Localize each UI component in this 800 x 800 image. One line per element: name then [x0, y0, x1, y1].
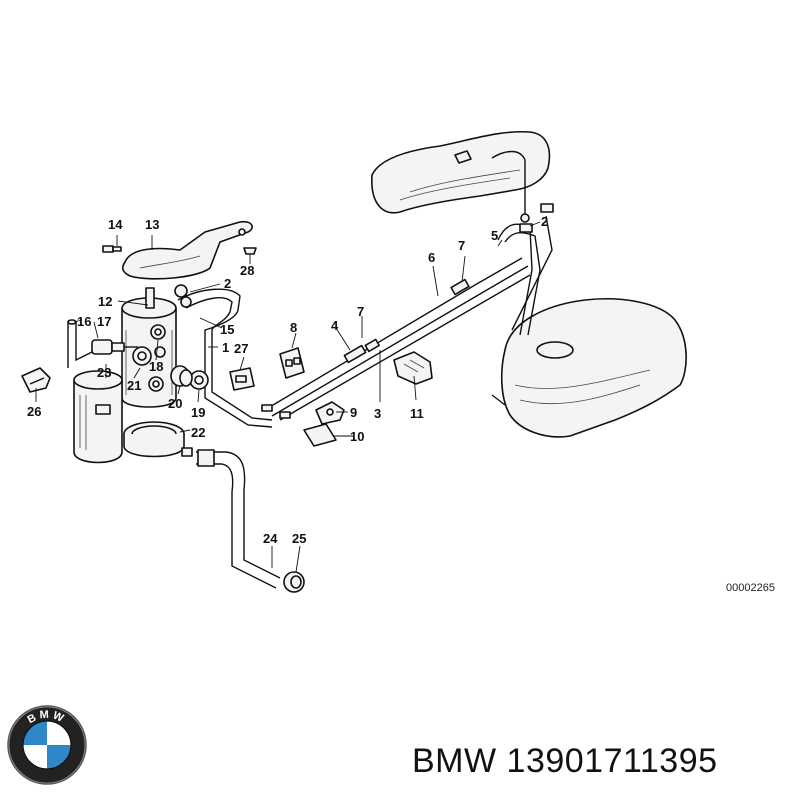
callout-22: 22 — [191, 425, 205, 440]
callout-5: 5 — [491, 228, 498, 243]
grommet-part-28 — [243, 247, 257, 255]
fuel-line-assembly — [261, 257, 531, 421]
clamp-part-26 — [21, 367, 51, 393]
callout-23: 23 — [97, 365, 111, 380]
screw-part-14 — [102, 245, 122, 253]
connector-part-8 — [279, 347, 305, 379]
clip-part-2-right — [540, 203, 554, 213]
callout-10: 10 — [350, 429, 364, 444]
callout-12: 12 — [98, 294, 112, 309]
callout-6: 6 — [428, 250, 435, 265]
callout-17: 17 — [97, 314, 111, 329]
diagram-reference-code: 00002265 — [726, 582, 775, 594]
callout-labels: 1 2 2 3 4 5 6 7 7 8 9 10 11 12 13 14 15 … — [27, 214, 548, 546]
logo-quadrant-br — [47, 745, 71, 769]
charcoal-canister — [121, 287, 177, 408]
mounting-bracket — [121, 220, 253, 280]
callout-28: 28 — [240, 263, 254, 278]
callout-11: 11 — [410, 406, 424, 421]
callout-27: 27 — [234, 341, 248, 356]
part-number: 13901711395 — [506, 742, 718, 780]
logo-lettering: BMW — [26, 709, 68, 726]
callout-24: 24 — [263, 531, 278, 546]
hose-part-16 — [67, 319, 93, 368]
callout-16: 16 — [77, 314, 91, 329]
bmw-logo: BMW — [7, 705, 87, 785]
canister-vent-line — [174, 284, 273, 428]
brand-name: BMW — [412, 742, 497, 780]
clip-part-9 — [315, 401, 345, 425]
callout-8: 8 — [290, 320, 297, 335]
callout-2b: 2 — [541, 214, 548, 229]
callout-25: 25 — [292, 531, 306, 546]
fuel-tank-lower — [491, 298, 687, 438]
product-caption: BMW 13901711395 — [412, 742, 718, 781]
vent-lines-right — [497, 203, 554, 336]
callout-9: 9 — [350, 405, 357, 420]
callout-1: 1 — [222, 340, 229, 355]
connector-part-27 — [229, 367, 255, 391]
clip-part-10 — [303, 423, 337, 447]
leader-lines — [35, 221, 541, 573]
callout-15: 15 — [220, 322, 234, 337]
grommet-part-25 — [283, 571, 305, 593]
callout-13: 13 — [145, 217, 159, 232]
callout-7b: 7 — [357, 304, 364, 319]
callout-19: 19 — [191, 405, 205, 420]
grommet-part-19 — [189, 370, 209, 390]
callout-21: 21 — [127, 378, 141, 393]
callout-20: 20 — [168, 396, 182, 411]
fuel-tank-upper — [371, 130, 551, 223]
callout-18: 18 — [149, 359, 163, 374]
callout-14: 14 — [108, 217, 123, 232]
callout-3: 3 — [374, 406, 381, 421]
callout-4: 4 — [331, 318, 339, 333]
hose-part-24 — [196, 449, 281, 589]
callout-7a: 7 — [458, 238, 465, 253]
clip-part-11 — [393, 351, 433, 385]
callout-2a: 2 — [224, 276, 231, 291]
ring-clamp-part-22 — [123, 421, 193, 458]
filter-housing-part-23 — [73, 370, 123, 464]
valve-part-17 — [91, 339, 138, 355]
callout-26: 26 — [27, 404, 41, 419]
logo-quadrant-tl — [23, 721, 47, 745]
grommet-part-20 — [170, 365, 193, 387]
